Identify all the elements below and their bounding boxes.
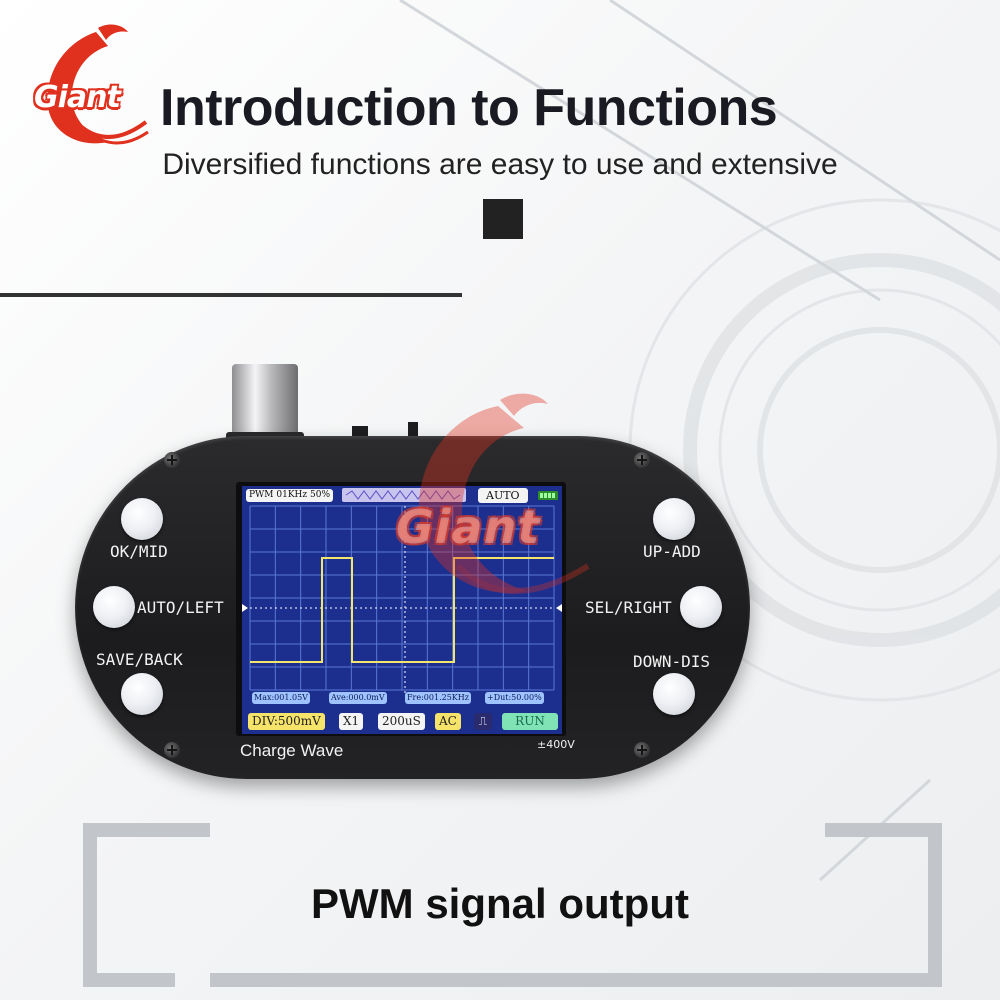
coupling-mode[interactable]: AC <box>435 713 461 730</box>
pwm-trace <box>250 557 554 663</box>
page-subtitle: Diversified functions are easy to use an… <box>162 148 838 181</box>
screw-icon <box>164 452 180 468</box>
timebase[interactable]: 200uS <box>378 713 425 730</box>
measure-average: Ave:000.0mV <box>329 692 387 704</box>
battery-full-icon <box>538 491 558 500</box>
down-dis-label: DOWN-DIS <box>633 652 711 671</box>
run-status[interactable]: RUN <box>502 713 558 730</box>
waveform-grid <box>242 488 562 696</box>
caption: PWM signal output <box>311 880 689 927</box>
mini-wave-box <box>342 488 466 502</box>
mini-wave-icon <box>345 490 461 500</box>
caption-frame <box>83 823 942 987</box>
volts-per-div[interactable]: DIV:500mV <box>248 713 325 730</box>
ok-mid-button[interactable] <box>121 498 163 540</box>
probe-multiplier[interactable]: X1 <box>339 713 364 730</box>
screw-icon <box>634 742 650 758</box>
left-marker-icon <box>242 604 248 612</box>
auto-left-button[interactable] <box>93 586 135 628</box>
screw-icon <box>634 452 650 468</box>
screw-icon <box>164 742 180 758</box>
pwm-info: PWM 01KHz 50% <box>246 489 334 502</box>
watermark-text: Giant <box>396 500 541 554</box>
right-marker-icon <box>556 604 562 612</box>
oscilloscope-screen: PWM 01KHz 50% AUTO Max:001.05V Ave:000.0… <box>242 486 562 734</box>
save-back-button[interactable] <box>121 673 163 715</box>
rising-edge-icon[interactable]: ⎍ <box>474 713 492 730</box>
down-dis-button[interactable] <box>653 673 695 715</box>
divider-line <box>0 293 462 297</box>
brand-logo <box>47 24 149 145</box>
logo-text: Giant <box>34 80 121 115</box>
measure-max: Max:001.05V <box>252 692 310 704</box>
up-add-label: UP-ADD <box>643 542 701 561</box>
trigger-mode[interactable]: AUTO <box>478 488 528 503</box>
bnc-connector <box>232 364 298 442</box>
measure-duty: +Dut:50.00% <box>485 692 544 704</box>
auto-left-label: AUTO/LEFT <box>137 598 224 617</box>
watermark-logo <box>419 393 590 594</box>
save-back-label: SAVE/BACK <box>96 650 183 669</box>
page-title: Introduction to Functions <box>160 79 778 137</box>
side-switch[interactable] <box>408 422 418 440</box>
charge-wave-label: Charge Wave <box>240 741 344 760</box>
square-marker <box>483 199 523 239</box>
sel-right-label: SEL/RIGHT <box>585 598 672 617</box>
voltage-rating: ±400V <box>537 738 575 751</box>
sel-right-button[interactable] <box>680 586 722 628</box>
measure-frequency: Fre:001.25KHz <box>405 692 471 704</box>
ok-mid-label: OK/MID <box>110 542 168 561</box>
up-add-button[interactable] <box>653 498 695 540</box>
